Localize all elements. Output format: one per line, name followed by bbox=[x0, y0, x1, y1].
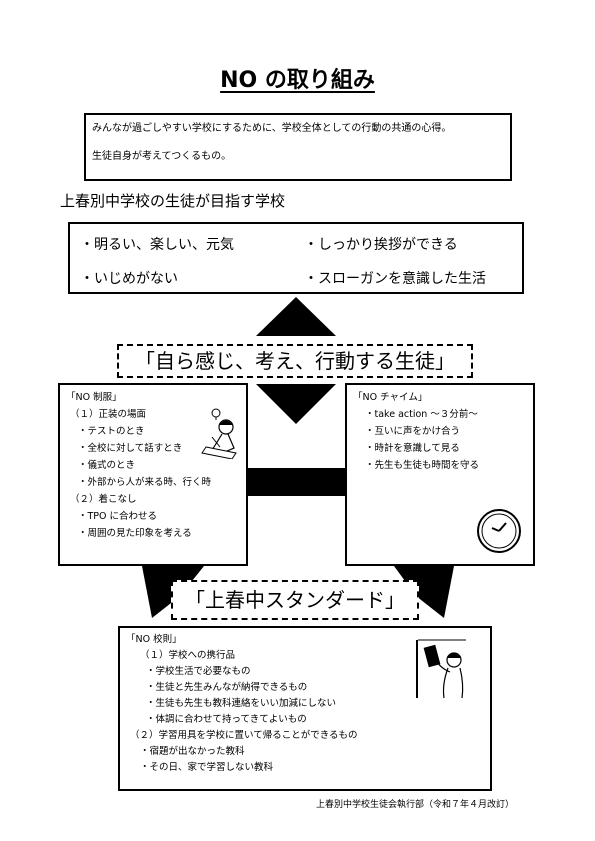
center-bar bbox=[246, 468, 348, 496]
no-rules-panel: 「NO 校則」 （１）学校への携行品 ・学校生活で必要なもの ・生徒と先生みんな… bbox=[118, 626, 492, 791]
motto-text: 「自ら感じ、考え、行動する生徒」 bbox=[135, 349, 455, 373]
rules-line: ・その日、家で学習しない教科 bbox=[140, 762, 274, 773]
standard-box: 「上春中スタンダード」 bbox=[171, 580, 419, 620]
intro-line-2: 生徒自身が考えてつくるもの。 bbox=[92, 151, 232, 162]
page-title: NO の取り組み bbox=[0, 62, 595, 94]
rules-line: （２）学習用具を学校に置いて帰ることができるもの bbox=[130, 730, 358, 741]
goal-item: ・明るい、楽しい、元気 bbox=[80, 237, 234, 253]
footer-credit: 上春別中学校生徒会執行部（令和７年４月改訂） bbox=[316, 800, 515, 810]
goal-item: ・いじめがない bbox=[80, 271, 178, 287]
student-thinking-illustration-icon bbox=[201, 408, 237, 459]
intro-box: みんなが過ごしやすい学校にするために、学校全体としての行動の共通の心得。 生徒自… bbox=[84, 113, 512, 181]
clock-icon bbox=[477, 509, 521, 553]
intro-line-1: みんなが過ごしやすい学校にするために、学校全体としての行動の共通の心得。 bbox=[92, 123, 452, 134]
chime-line: ・時計を意識して見る bbox=[365, 443, 460, 454]
rules-line: ・学校生活で必要なもの bbox=[146, 666, 251, 677]
uniform-line: ・外部から人が来る時、行く時 bbox=[78, 477, 212, 488]
uniform-line: （１）正装の場面 bbox=[70, 409, 147, 420]
rules-line: （１）学校への携行品 bbox=[140, 650, 236, 661]
goals-box: ・明るい、楽しい、元気 ・しっかり挨拶ができる ・いじめがない ・スローガンを意… bbox=[68, 222, 524, 294]
rules-line: ・生徒も先生も教科連絡をいい加減にしない bbox=[146, 698, 337, 709]
standard-text: 「上春中スタンダード」 bbox=[185, 588, 405, 612]
chime-line: ・互いに声をかけ合う bbox=[365, 426, 461, 437]
motto-box: 「自ら感じ、考え、行動する生徒」 bbox=[117, 344, 473, 378]
no-chime-panel: 「NO チャイム」 ・take action ～３分前～ ・互いに声をかけ合う … bbox=[345, 383, 535, 566]
student-with-phone-illustration-icon bbox=[416, 639, 466, 699]
chime-heading: 「NO チャイム」 bbox=[353, 392, 428, 403]
uniform-line: ・儀式のとき bbox=[78, 460, 136, 471]
uniform-line: ・TPO に合わせる bbox=[78, 511, 158, 522]
uniform-line: ・テストのとき bbox=[78, 426, 145, 437]
rules-heading: 「NO 校則」 bbox=[126, 634, 182, 645]
up-arrow bbox=[256, 297, 336, 336]
no-uniform-panel: 「NO 制服」 （１）正装の場面 ・テストのとき ・全校に対して話すとき ・儀式… bbox=[58, 383, 248, 566]
chime-line: ・take action ～３分前～ bbox=[365, 409, 478, 420]
uniform-line: （２）着こなし bbox=[70, 494, 137, 505]
page-title-text: NO の取り組み bbox=[220, 68, 375, 93]
goals-heading: 上春別中学校の生徒が目指す学校 bbox=[60, 192, 286, 210]
rules-line: ・宿題が出なかった教科 bbox=[140, 746, 245, 757]
down-arrow bbox=[256, 384, 336, 424]
uniform-heading: 「NO 制服」 bbox=[66, 392, 122, 403]
uniform-line: ・全校に対して話すとき bbox=[78, 443, 183, 454]
right-link-shape bbox=[394, 566, 454, 618]
uniform-line: ・周囲の見た印象を考える bbox=[78, 528, 192, 539]
rules-line: ・生徒と先生みんなが納得できるもの bbox=[146, 682, 308, 693]
rules-line: ・体調に合わせて持ってきてよいもの bbox=[146, 714, 307, 725]
goal-item: ・しっかり挨拶ができる bbox=[304, 237, 458, 253]
chime-line: ・先生も生徒も時間を守る bbox=[365, 460, 480, 471]
goal-item: ・スローガンを意識した生活 bbox=[304, 271, 486, 287]
